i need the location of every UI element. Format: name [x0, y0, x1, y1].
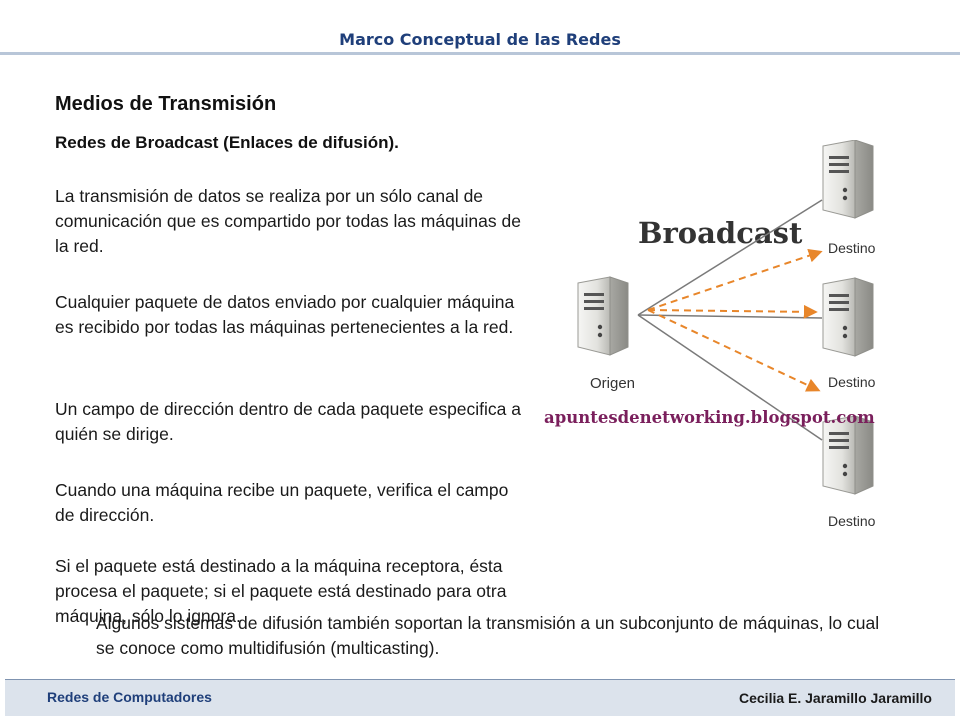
- paragraph-process-or-ignore: Si el paquete está destinado a la máquin…: [55, 556, 507, 626]
- paragraph-shared-channel: La transmisión de datos se realiza por u…: [55, 186, 521, 256]
- diagram-title: Broadcast: [638, 216, 803, 250]
- server-destino-2-icon: [822, 277, 874, 357]
- slide-subheading: Redes de Broadcast (Enlaces de difusión)…: [55, 133, 399, 152]
- diagram-watermark: apuntesdenetworking.blogspot.com: [544, 408, 875, 427]
- link-origin-destino-3: [637, 314, 823, 441]
- server-destino-3-icon: [822, 415, 874, 495]
- label-destino-3: Destino: [828, 513, 876, 529]
- footer-course: Redes de Computadores: [47, 689, 212, 705]
- footer-bar: [5, 679, 955, 716]
- slide-heading: Medios de Transmisión: [55, 93, 277, 115]
- broadcast-arrow-3: [647, 309, 821, 392]
- label-destino-1: Destino: [828, 240, 876, 256]
- paragraph-verify-address: Cuando una máquina recibe un paquete, ve…: [55, 480, 509, 525]
- header-rule: [0, 52, 960, 55]
- label-destino-2: Destino: [828, 374, 876, 390]
- paragraph-received-by-all: Cualquier paquete de datos enviado por c…: [55, 292, 515, 337]
- header-title: Marco Conceptual de las Redes: [339, 30, 621, 49]
- link-origin-destino-2: [637, 314, 823, 319]
- server-destino-1-icon: [822, 140, 874, 219]
- link-origin-destino-1: [637, 199, 823, 316]
- label-origen: Origen: [590, 375, 635, 392]
- paragraph-address-field: Un campo de dirección dentro de cada paq…: [55, 399, 521, 444]
- broadcast-arrow-1: [647, 248, 823, 311]
- server-origin-icon: [577, 276, 629, 356]
- paragraph-multicasting-note: Algunos sistemas de difusión también sop…: [96, 613, 880, 658]
- footer-author: Cecilia E. Jaramillo Jaramillo: [739, 690, 932, 706]
- broadcast-arrow-2: [647, 304, 818, 319]
- broadcast-diagram: Broadcast Origen Destino Destino Destino…: [544, 140, 876, 529]
